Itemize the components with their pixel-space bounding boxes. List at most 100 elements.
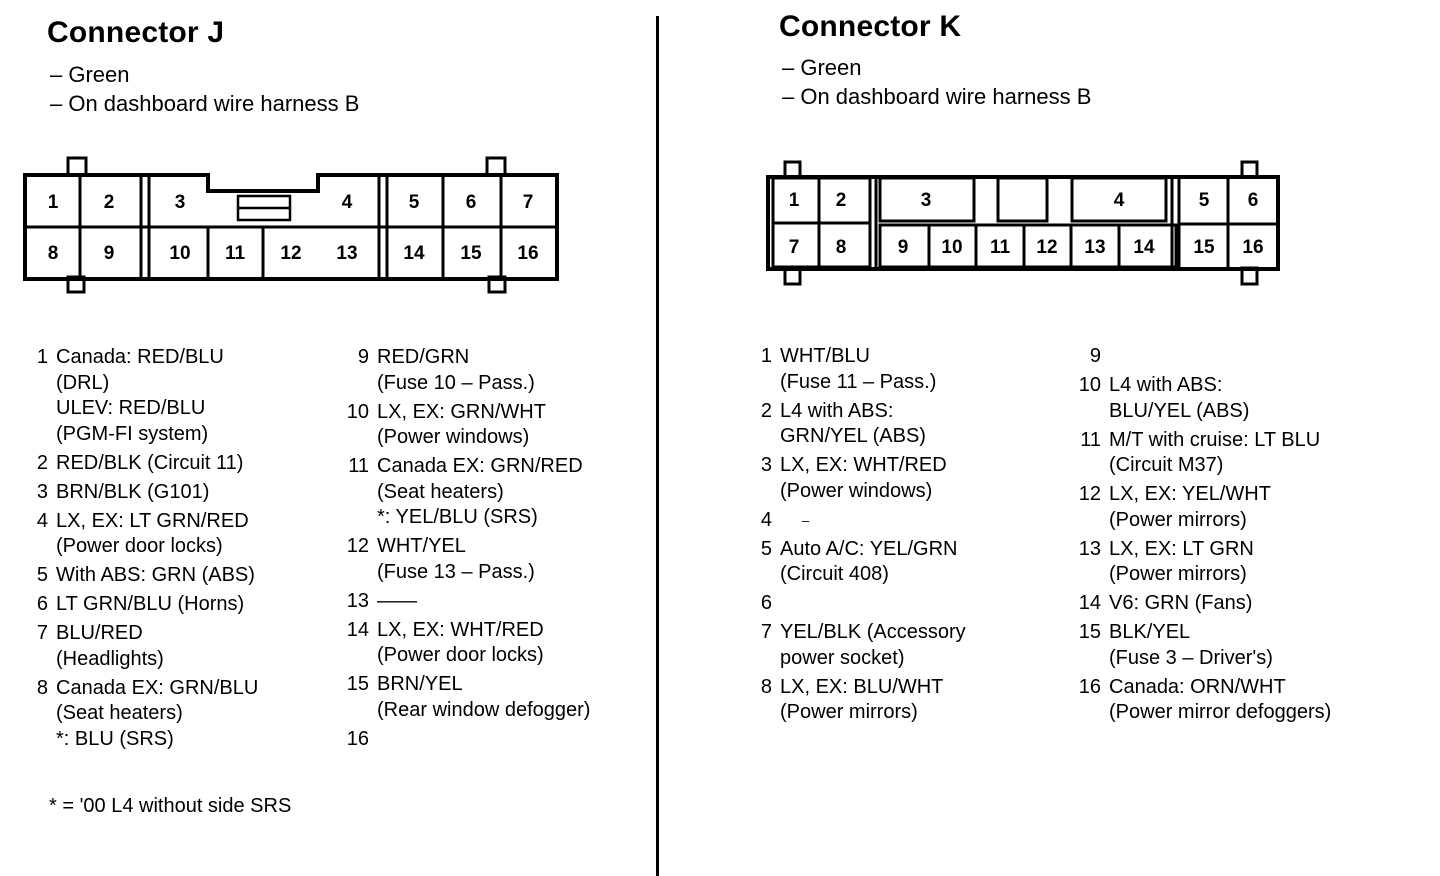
pin-number: 10 [346,400,369,423]
pin-description: LX, EX: BLU/WHT [780,675,944,698]
connector-k-pin-6: 6 [1248,190,1259,211]
pin-description: L4 with ABS: [780,399,894,422]
pin-number: 7 [760,621,772,643]
pin-description: (Circuit 408) [780,563,889,585]
pin-description: M/T with cruise: LT BLU [1109,428,1321,451]
pin-number: 1 [36,346,48,368]
connector-j-tab-top-right [485,156,507,177]
pin-number: 6 [760,592,772,614]
pin-number: 2 [760,399,772,422]
pin-entry: 8 LX, EX: BLU/WHT (Power mirrors) [745,675,966,726]
pin-description: (PGM-FI system) [56,422,209,445]
pin-description: BRN/YEL [377,673,463,695]
connector-k-tab-top-right [1240,160,1259,179]
pin-number: 16 [1078,675,1101,698]
connector-k-pin-2: 2 [836,190,847,211]
pin-description: (Power mirrors) [1109,563,1247,585]
pin-entry: 7 YEL/BLK (Accessory power socket) [745,620,966,671]
pin-number: 13 [1078,537,1101,560]
pin-description: GRN/YEL (ABS) [780,425,926,447]
pin-number: 12 [346,535,369,557]
connector-k-location: – On dashboard wire harness B [782,84,1092,109]
pin-description: (Rear window defogger) [377,698,591,721]
connector-k-pin-11: 11 [990,237,1011,258]
connector-k-pin-16: 16 [1242,237,1263,258]
connector-j-diagram: 1 2 3 4 5 6 7 8 9 10 11 12 13 14 15 16 [23,156,559,294]
connector-j-title: Connector J [47,16,225,49]
pin-description: Canada: ORN/WHT [1109,675,1286,698]
pin-description: WHT/YEL [377,535,466,557]
pin-description: —— [377,589,417,612]
pin-description: (Power door locks) [56,535,223,557]
pin-description: power socket) [780,646,905,669]
pin-description: (Power mirrors) [1109,508,1247,531]
pin-number: 11 [1080,428,1101,451]
pin-entry: 5 Auto A/C: YEL/GRN (Circuit 408) [745,537,966,588]
pin-description: Canada EX: GRN/RED [377,455,583,477]
pin-description: BLU/RED [56,622,143,644]
connector-k-pin-5: 5 [1199,190,1210,211]
connector-j-pin-8: 8 [48,243,59,264]
pin-description: RED/BLK (Circuit 11) [56,451,244,474]
pin-description: BLU/YEL (ABS) [1109,399,1250,422]
pin-description: LT GRN/BLU (Horns) [56,593,245,615]
connector-j-pin-6: 6 [466,192,477,213]
connector-k-key-slot [996,176,1049,223]
connector-j-pin-4: 4 [342,192,353,213]
connector-j-pin-1: 1 [48,192,59,213]
connector-j-color: – Green [50,62,130,87]
connector-k-color: – Green [782,55,862,80]
pin-entry: 6 [745,591,966,617]
pin-description: BLK/YEL [1109,621,1191,643]
pin-description: (Headlights) [56,647,164,670]
pin-number: 5 [36,564,48,586]
pin-entry: 9 [1072,344,1331,370]
pin-entry: 4– [745,508,966,534]
pin-description: (Power mirrors) [780,701,918,723]
pin-description: WHT/BLU [780,345,870,367]
connector-j-pin-9: 9 [104,243,115,264]
pin-description: LX, EX: WHT/RED [780,454,947,476]
pin-number: 14 [346,618,369,641]
pin-number: 12 [1078,483,1101,505]
connector-j-pin-11: 11 [225,243,246,264]
connector-j-pin-15: 15 [460,243,482,264]
pin-entry: 16 [340,727,590,753]
pin-number: 6 [36,593,48,615]
connector-j-pin-13: 13 [336,243,357,264]
connector-j-pin-5: 5 [409,192,420,213]
pin-description: Auto A/C: YEL/GRN [780,537,958,560]
connector-j-footnote: * = '00 L4 without side SRS [49,795,292,817]
pin-number: 5 [760,537,772,560]
pin-number: 3 [36,480,48,503]
pin-number: 4 [760,508,772,531]
pin-description: RED/GRN [377,346,470,368]
pin-description: LX, EX: GRN/WHT [377,400,546,423]
connector-k-tab-top-left [783,160,802,179]
connector-k-pin-8: 8 [836,237,847,258]
pin-description: (Seat heaters) [56,702,183,724]
pin-description: YEL/BLK (Accessory [780,621,966,643]
connector-k-pin-15: 15 [1193,237,1215,258]
pin-number: 16 [346,727,369,750]
pin-entry: 2 L4 with ABS: GRN/YEL (ABS) [745,399,966,450]
connector-j-pin-3: 3 [175,192,186,213]
pin-description: *: YEL/BLU (SRS) [377,506,538,528]
pin-number: 8 [760,675,772,698]
center-divider [656,16,659,876]
pin-description: LX, EX: WHT/RED [377,618,544,641]
pin-number: 3 [760,454,772,476]
